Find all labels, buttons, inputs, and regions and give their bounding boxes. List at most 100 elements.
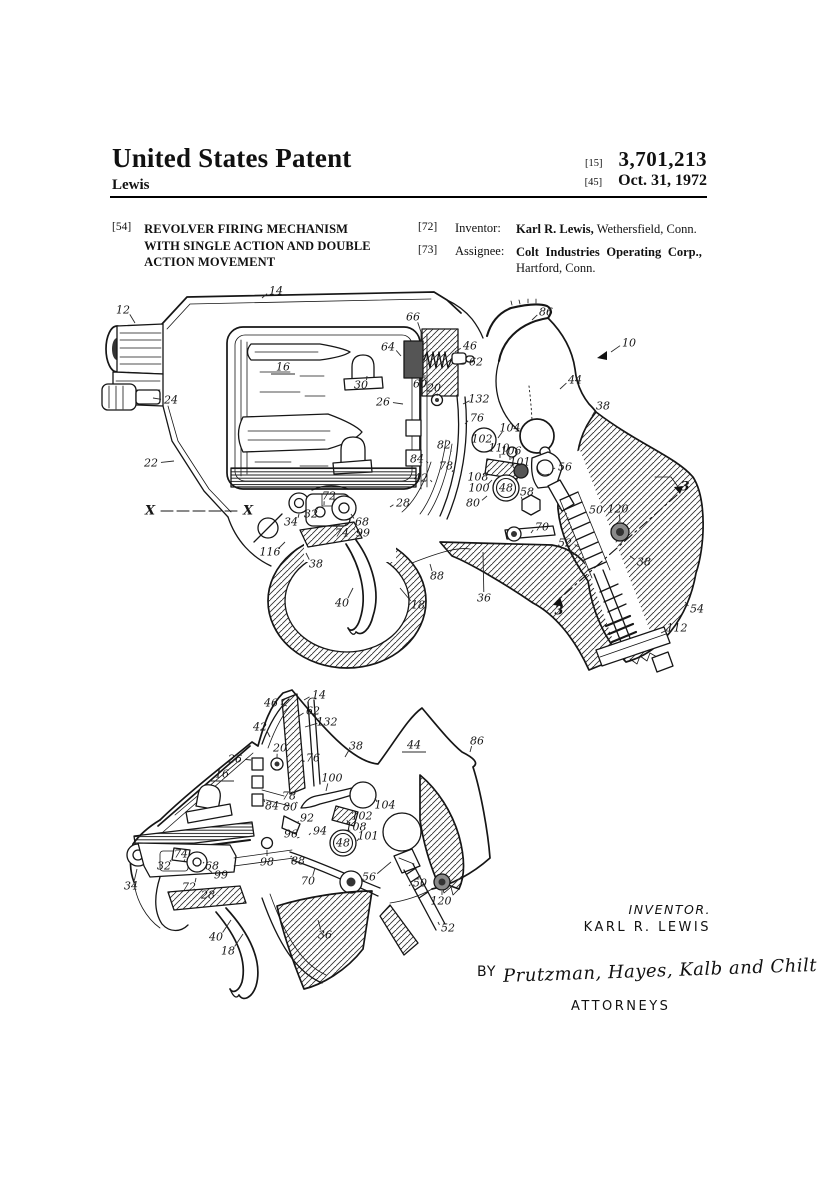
ref-numeral-108: 108 xyxy=(346,821,367,834)
ref-numeral-38: 38 xyxy=(349,740,363,753)
leader-line xyxy=(347,587,354,599)
ref-numeral-60: 60 xyxy=(413,378,427,391)
header-divider xyxy=(110,196,707,198)
leader-line xyxy=(429,563,433,571)
circled-numeral-ring xyxy=(332,832,354,854)
inventor-label: Inventor: xyxy=(455,221,501,235)
figure-1 xyxy=(101,291,704,673)
inventor-field: [72] Inventor: Karl R. Lewis, Wethersfie… xyxy=(418,221,710,238)
ref-numeral-80: 80 xyxy=(283,801,297,814)
cartridge-head xyxy=(351,354,375,381)
ref-numeral-104: 104 xyxy=(375,799,396,812)
circled-numeral-ring xyxy=(495,477,517,499)
inventor-caption: INVENTOR. xyxy=(628,902,711,917)
ref-numeral-46: 46 xyxy=(263,697,278,710)
leader-line xyxy=(317,919,322,930)
leader-line xyxy=(520,496,523,500)
ref-numeral-101: 101 xyxy=(510,456,531,469)
invention-title: REVOLVER FIRING MECHANISM WITH SINGLE AC… xyxy=(144,221,389,277)
leader-line xyxy=(183,859,186,862)
leader-line xyxy=(316,506,318,510)
assignee-field: [73] Assignee: Colt Industries Operating… xyxy=(418,244,710,277)
leader-line xyxy=(395,350,402,357)
mainspring-coils xyxy=(559,491,607,571)
invention-title-line2: WITH SINGLE ACTION AND DOUBLE xyxy=(144,238,371,253)
ref-numeral-80: 80 xyxy=(466,497,480,510)
ref-numeral-54: 54 xyxy=(690,603,704,616)
leader-line xyxy=(351,811,354,814)
inventor-surname: Lewis xyxy=(112,176,150,193)
assignee-location: Hartford, Conn. xyxy=(516,261,596,275)
firing-pin xyxy=(451,352,467,365)
leader-line xyxy=(487,479,493,486)
leader-line xyxy=(392,402,404,405)
ref-numeral-64: 64 xyxy=(381,341,395,354)
leader-line xyxy=(399,587,412,602)
leader-line xyxy=(430,479,433,483)
ref-numeral-72: 72 xyxy=(322,490,336,503)
ref-numeral-84: 84 xyxy=(265,800,279,813)
ref-numeral-58: 58 xyxy=(520,486,534,499)
ref-numeral-50: 50 xyxy=(413,877,427,890)
ref-numeral-74: 74 xyxy=(174,848,188,861)
leader-line xyxy=(591,409,596,417)
leader-line xyxy=(417,322,422,333)
cartridge-head xyxy=(195,784,221,811)
leader-line xyxy=(497,431,503,439)
leader-line xyxy=(129,314,136,324)
leader-line xyxy=(462,400,470,405)
ref-numeral-3: 3 xyxy=(554,604,563,619)
ref-numeral-110: 110 xyxy=(489,442,510,455)
ref-numeral-42: 42 xyxy=(413,472,428,485)
leader-line xyxy=(133,868,138,881)
header-right: [15] 3,701,213 [45] Oct. 31, 1972 xyxy=(585,147,707,190)
ref-numeral-112: 112 xyxy=(667,622,688,635)
ref-numeral-99: 99 xyxy=(214,869,228,882)
leader-line xyxy=(584,511,587,514)
ref-numeral-32: 32 xyxy=(304,508,318,521)
leader-line xyxy=(437,921,440,926)
ref-numeral-44: 44 xyxy=(406,739,421,752)
inventor-location: Wethersfield, Conn. xyxy=(596,222,697,236)
invention-title-line1: REVOLVER FIRING MECHANISM xyxy=(144,222,349,236)
cartridge-head xyxy=(340,436,366,465)
patent-date-row: [45] Oct. 31, 1972 xyxy=(585,172,707,190)
attorneys-caption: ATTORNEYS xyxy=(571,999,671,1014)
leader-line xyxy=(376,861,392,874)
hammer-spur xyxy=(485,303,552,363)
ref-numeral-106: 106 xyxy=(501,445,522,458)
ref-numeral-40: 40 xyxy=(208,931,223,944)
leader-line xyxy=(389,504,394,508)
ref-numeral-16: 16 xyxy=(276,361,290,374)
ref-numeral-36: 36 xyxy=(318,929,332,942)
ref-numeral-56: 56 xyxy=(362,871,376,884)
frame-rear-curve xyxy=(547,317,597,413)
ref-numeral-78: 78 xyxy=(282,790,296,803)
ref-numeral-44: 44 xyxy=(567,374,582,387)
leader-line xyxy=(464,420,469,425)
ref-numeral-48: 48 xyxy=(498,482,513,495)
ref-numeral-52: 52 xyxy=(558,537,572,550)
title-ref-code: [54] xyxy=(112,221,132,233)
frame-front xyxy=(162,405,229,518)
ref-numeral-14: 14 xyxy=(269,285,283,298)
transfer-bar xyxy=(307,699,321,787)
leader-line xyxy=(454,347,461,353)
leader-line xyxy=(202,861,205,864)
leader-line xyxy=(350,513,355,519)
ref-numeral-3: 3 xyxy=(680,480,689,495)
leader-line xyxy=(207,868,213,873)
leader-line xyxy=(169,859,172,862)
ref-numeral-18: 18 xyxy=(221,945,235,958)
ref-numeral-28: 28 xyxy=(395,497,410,510)
ref-numeral-38: 38 xyxy=(596,400,610,413)
ref-numeral-28: 28 xyxy=(200,889,215,902)
ejector-rod-knob xyxy=(101,383,137,411)
trigger-bar xyxy=(439,395,460,517)
firing-pin-block xyxy=(403,340,424,379)
section-line-3 xyxy=(556,494,678,602)
leader-line xyxy=(426,460,429,464)
inventor-name: Karl R. Lewis, xyxy=(516,222,594,236)
section-arrow xyxy=(553,597,563,606)
